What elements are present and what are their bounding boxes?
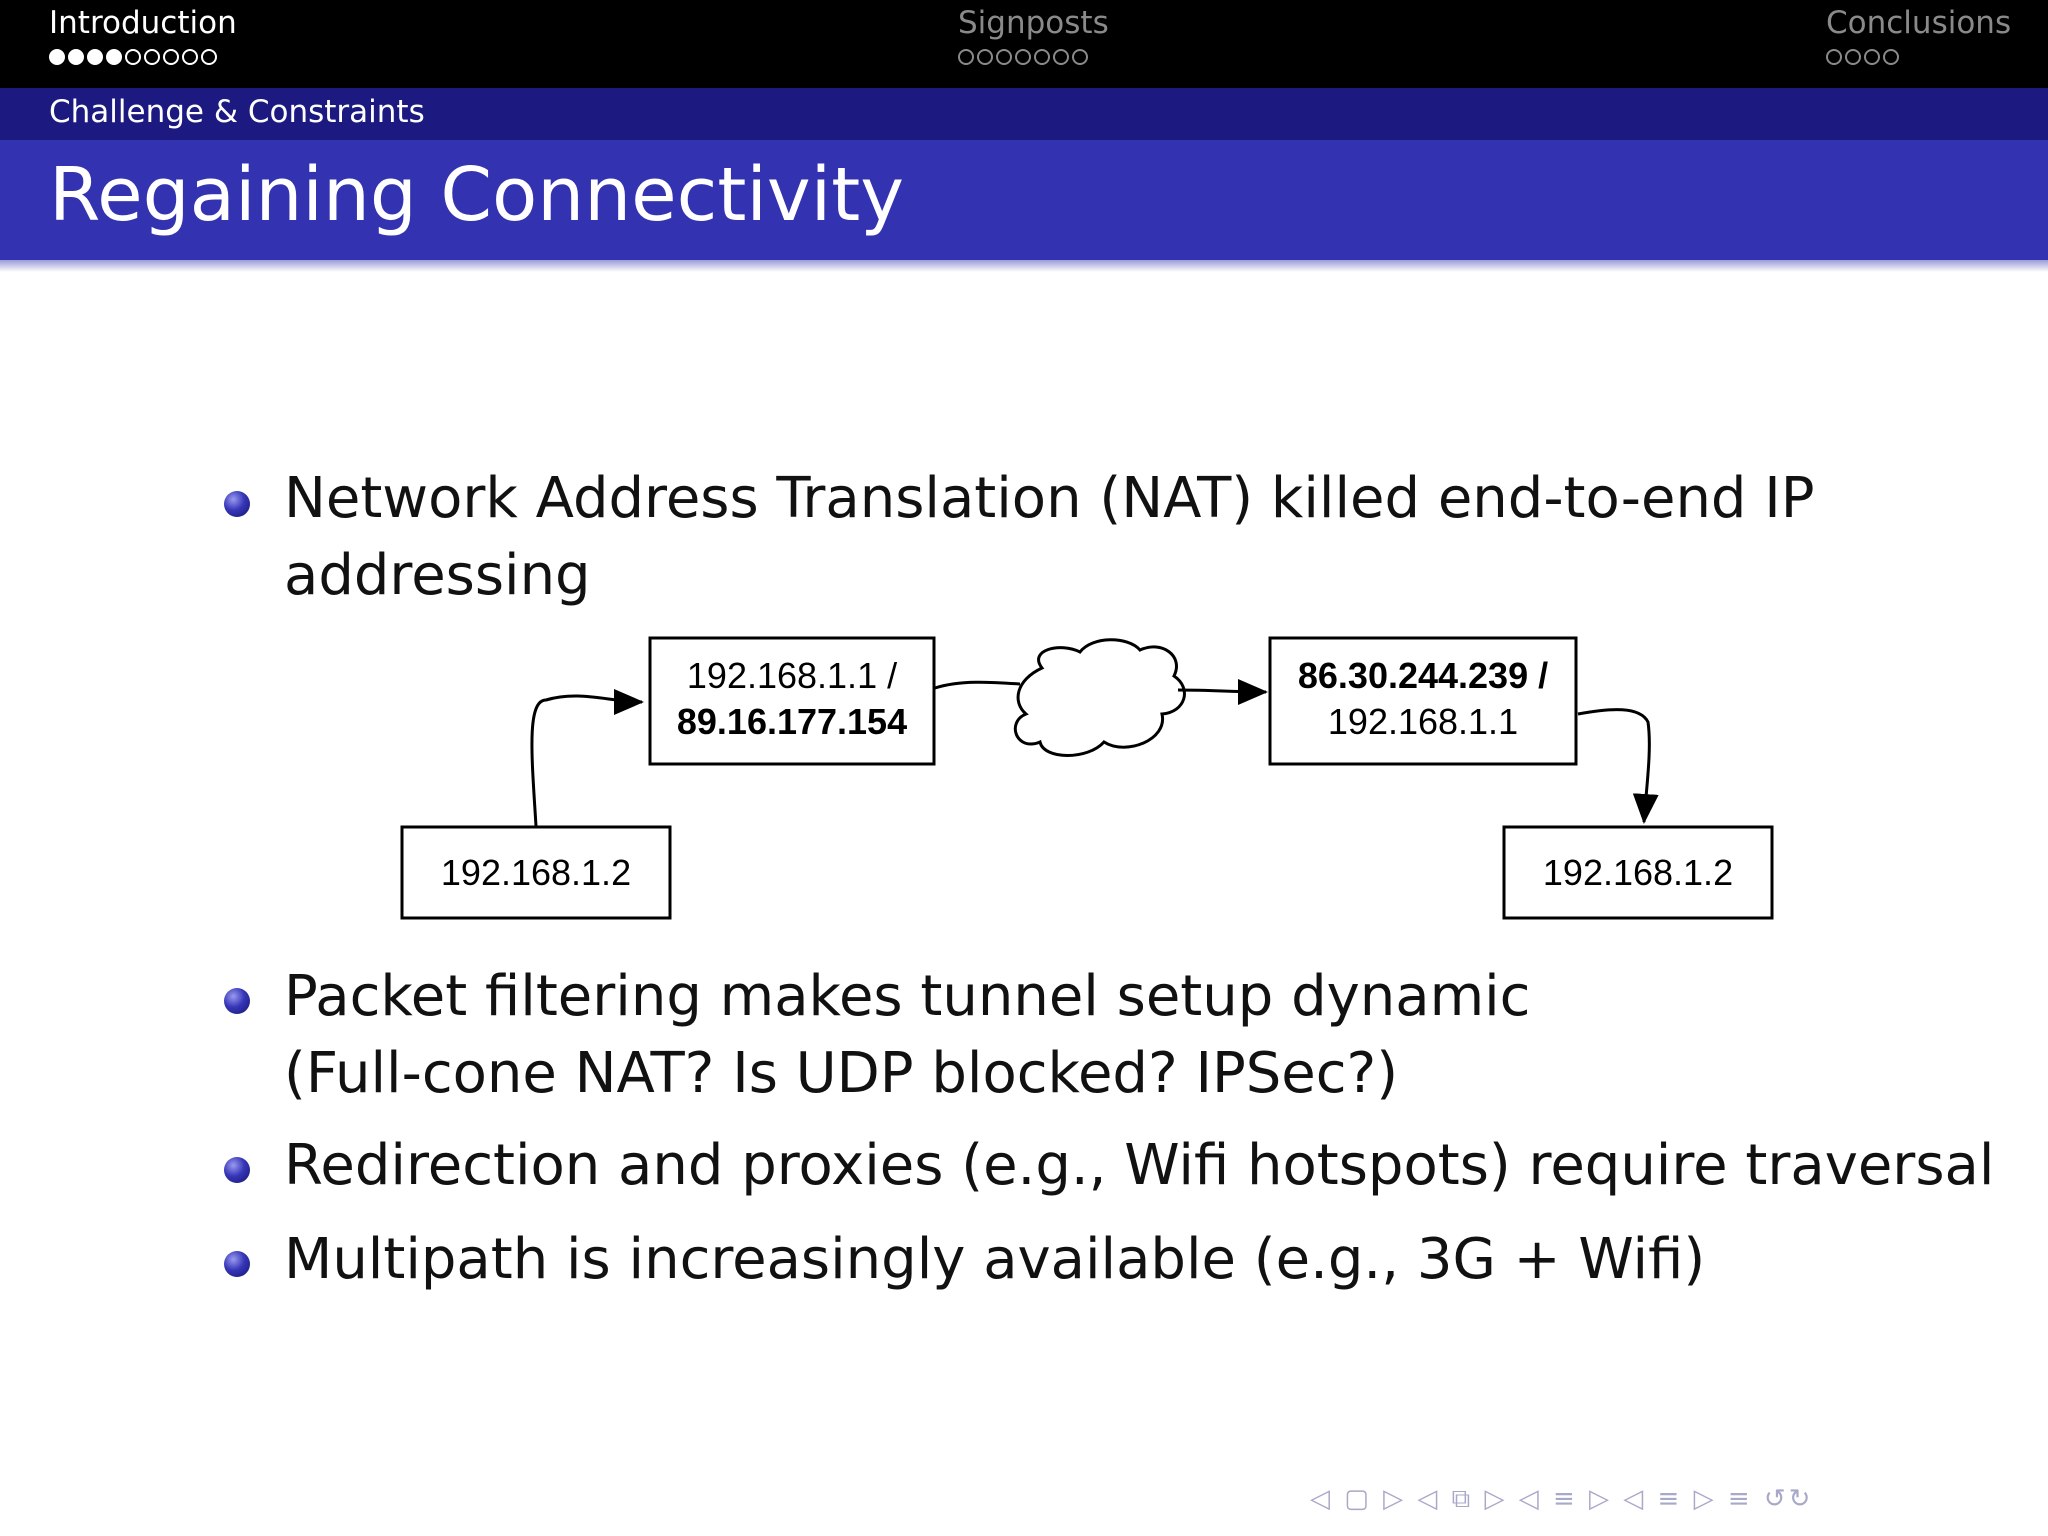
slide-dots [49,49,237,65]
slide-dots [1826,49,2011,65]
section-navigation-bar: Introduction Signposts Conclusions [0,0,2048,88]
section-conclusions[interactable]: Conclusions [1826,4,2011,65]
slide-dot-icon[interactable] [163,49,179,65]
frame-title-bar: Regaining Connectivity [0,140,2048,260]
beamer-navigation-controls[interactable]: ◁ ▢ ▷ ◁ ⧉ ▷ ◁ ≡ ▷ ◁ ≡ ▷ ≡ ↺↻ [1310,1484,1814,1514]
connection-arrow [1577,708,1659,824]
bullet-text: Multipath is increasingly available (e.g… [284,1227,1706,1292]
connection-line [934,680,1021,690]
slide-dot-icon[interactable] [1883,49,1899,65]
slide-dots [958,49,1109,65]
slide-dot-icon[interactable] [958,49,974,65]
slide-dot-icon[interactable] [49,49,65,65]
connection-arrow [530,688,644,827]
section-title: Signposts [958,5,1109,41]
slide-dot-icon[interactable] [996,49,1012,65]
bullet-text: Redirection and proxies (e.g., Wifi hots… [284,1133,1995,1198]
slide-dot-icon[interactable] [1845,49,1861,65]
bullet-icon [224,491,250,517]
slide-dot-icon[interactable] [1072,49,1088,65]
frame-title: Regaining Connectivity [49,152,905,238]
slide-dot-icon[interactable] [1826,49,1842,65]
right-nat-private-ip: 192.168.1.1 [1328,701,1518,742]
section-title: Introduction [49,5,237,41]
slide-dot-icon[interactable] [1053,49,1069,65]
bullet-text: Packet filtering makes tunnel setup dyna… [284,964,1531,1029]
left-nat-public-ip: 89.16.177.154 [677,701,907,742]
subsection-bar: Challenge & Constraints [0,88,2048,140]
left-host-ip: 192.168.1.2 [441,852,631,893]
bullet-text: addressing [284,543,591,608]
subsection-title: Challenge & Constraints [49,94,425,130]
slide-dot-icon[interactable] [87,49,103,65]
right-nat-box: 86.30.244.239 / 192.168.1.1 [1268,636,1578,766]
bullet-text: Network Address Translation (NAT) killed… [284,466,1815,531]
right-host-ip: 192.168.1.2 [1543,852,1733,893]
section-introduction[interactable]: Introduction [49,4,237,65]
slide-dot-icon[interactable] [1864,49,1880,65]
internet-cloud-icon [1013,638,1186,757]
bullet-icon [224,1251,250,1277]
bullet-icon [224,988,250,1014]
slide-dot-icon[interactable] [125,49,141,65]
left-nat-box: 192.168.1.1 / 89.16.177.154 [648,636,936,766]
slide-dot-icon[interactable] [68,49,84,65]
left-host-box: 192.168.1.2 [400,825,672,920]
slide-dot-icon[interactable] [1015,49,1031,65]
title-shadow [0,260,2048,272]
section-title: Conclusions [1826,5,2012,41]
section-signposts[interactable]: Signposts [958,4,1109,65]
connection-arrow [1177,678,1268,705]
slide-dot-icon[interactable] [182,49,198,65]
bullet-text: (Full-cone NAT? Is UDP blocked? IPSec?) [284,1041,1399,1106]
slide-dot-icon[interactable] [201,49,217,65]
slide-dot-icon[interactable] [1034,49,1050,65]
slide-dot-icon[interactable] [106,49,122,65]
right-nat-public-ip: 86.30.244.239 / [1298,655,1548,696]
left-nat-private-ip: 192.168.1.1 / [687,655,897,696]
slide-dot-icon[interactable] [144,49,160,65]
right-host-box: 192.168.1.2 [1502,825,1774,920]
slide-dot-icon[interactable] [977,49,993,65]
bullet-icon [224,1157,250,1183]
